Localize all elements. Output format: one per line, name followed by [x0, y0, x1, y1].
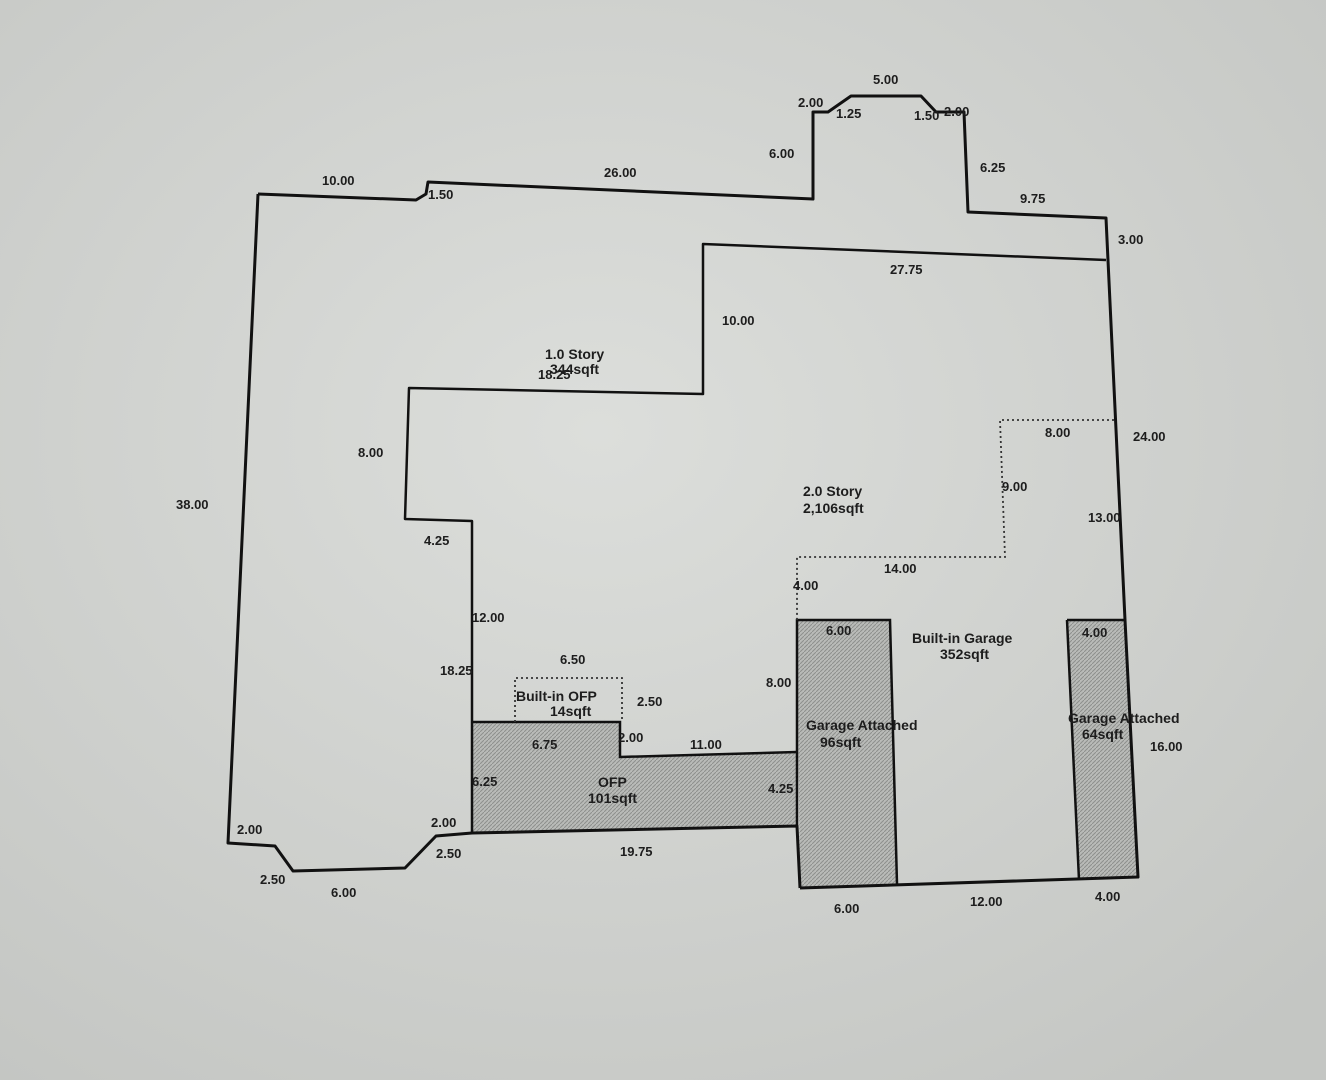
garage-right-divider [1065, 619, 1081, 881]
ofp-sqft: 101sqft [588, 790, 637, 806]
dimension-label: 2.00 [431, 815, 456, 830]
garage-left-boundary [795, 618, 899, 885]
dimension-label: 3.00 [1118, 232, 1143, 247]
garage-attached-right-sqft: 64sqft [1082, 726, 1124, 742]
dimension-label: 5.00 [873, 72, 898, 87]
building-outline [257, 94, 1140, 890]
dimension-label: 10.00 [322, 173, 355, 188]
dimension-label: 12.00 [472, 610, 505, 625]
dimension-label: 6.25 [980, 160, 1005, 175]
dimension-label: 2.00 [618, 730, 643, 745]
dimension-label: 6.50 [560, 652, 585, 667]
dimension-label: 4.25 [768, 781, 793, 796]
dimension-label: 4.00 [1082, 625, 1107, 640]
dimension-label: 8.00 [766, 675, 791, 690]
dotted-builtin-ofp-outline [514, 677, 623, 722]
building-outline-left [226, 193, 802, 889]
dimension-label: 8.00 [1045, 425, 1070, 440]
dimension-label: 16.00 [1150, 739, 1183, 754]
story-division-line [403, 242, 1107, 833]
ofp-boundary-line [472, 720, 798, 759]
dimension-label: 6.25 [472, 774, 497, 789]
dimension-label: 4.00 [793, 578, 818, 593]
dimension-label: 2.50 [260, 872, 285, 887]
dimension-label: 4.00 [1095, 889, 1120, 904]
dimension-label: 2.50 [637, 694, 662, 709]
builtin-garage-sqft: 352sqft [940, 646, 989, 662]
builtin-ofp-label: Built-in OFP [516, 688, 597, 704]
dimension-label: 27.75 [890, 262, 923, 277]
dimension-label: 9.75 [1020, 191, 1045, 206]
dimension-label: 19.75 [620, 844, 653, 859]
dimension-label: 1.50 [428, 187, 453, 202]
dimension-label: 1.50 [914, 108, 939, 123]
dimension-label: 2.00 [944, 104, 969, 119]
ofp-area [472, 722, 797, 833]
garage-attached-left-label: Garage Attached [806, 717, 918, 733]
garage-attached-right-area [1067, 620, 1138, 880]
dimension-label: 1.25 [836, 106, 861, 121]
dotted-second-floor-outline [796, 419, 1114, 620]
two-story-sqft: 2,106sqft [803, 500, 864, 516]
two-story-label: 2.0 Story [803, 483, 862, 499]
dimension-label: 6.00 [331, 885, 356, 900]
dimension-label: 6.00 [834, 901, 859, 916]
dimension-label: 6.75 [532, 737, 557, 752]
dimension-label: 2.50 [436, 846, 461, 861]
dimension-label: 26.00 [604, 165, 637, 180]
dimension-label: 6.00 [826, 623, 851, 638]
dimension-label: 38.00 [176, 497, 209, 512]
one-story-sqft: 344sqft [550, 361, 599, 377]
dimension-label: 18.25 [538, 367, 571, 382]
one-story-label: 1.0 Story [545, 346, 604, 362]
dimension-label: 24.00 [1133, 429, 1166, 444]
dimension-label: 6.00 [769, 146, 794, 161]
dimension-label: 9.00 [1002, 479, 1027, 494]
dimension-label: 10.00 [722, 313, 755, 328]
dimension-label: 11.00 [690, 737, 722, 752]
dimension-label: 13.00 [1088, 510, 1121, 525]
garage-attached-left-sqft: 96sqft [820, 734, 862, 750]
dimension-label: 2.00 [798, 95, 823, 110]
builtin-ofp-sqft: 14sqft [550, 703, 592, 719]
dimension-label: 14.00 [884, 561, 917, 576]
garage-attached-right-label: Garage Attached [1068, 710, 1180, 726]
dimension-label: 2.00 [237, 822, 262, 837]
dimension-label: 12.00 [970, 894, 1003, 909]
builtin-garage-label: Built-in Garage [912, 630, 1013, 646]
dimension-label: 4.25 [424, 533, 449, 548]
garage-attached-left-area [797, 620, 897, 888]
dimension-label: 18.25 [440, 663, 473, 678]
dimension-label: 8.00 [358, 445, 383, 460]
ofp-label: OFP [598, 774, 627, 790]
